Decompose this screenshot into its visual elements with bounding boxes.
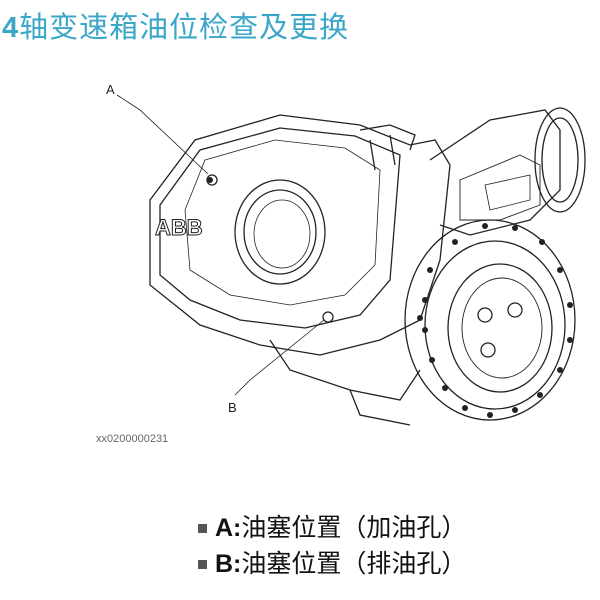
gearbox-drawing: ABB A B [90, 70, 600, 450]
bullet-text: 油塞位置（加油孔） [241, 513, 467, 542]
label-a: A [106, 82, 115, 97]
title-text: 轴变速箱油位检查及更换 [19, 10, 350, 44]
bullet-item-a: A: 油塞位置（加油孔） [198, 510, 466, 546]
bullet-key: A: [215, 514, 242, 542]
bullet-text: 油塞位置（排油孔） [241, 549, 467, 578]
bullet-square-icon [198, 559, 207, 569]
bullet-square-icon [198, 523, 207, 533]
gearbox-illustration: ABB [116, 94, 586, 426]
bullet-key: B: [215, 550, 242, 578]
title-number: 4 [2, 12, 20, 44]
bullet-list: A: 油塞位置（加油孔） B: 油塞位置（排油孔） [198, 510, 466, 582]
bullet-item-b: B: 油塞位置（排油孔） [198, 546, 466, 582]
abb-logo: ABB [155, 215, 203, 240]
label-b: B [228, 400, 237, 415]
figure-id: xx0200000231 [96, 433, 169, 445]
slide-title: 4轴变速箱油位检查及更换 [2, 4, 349, 46]
